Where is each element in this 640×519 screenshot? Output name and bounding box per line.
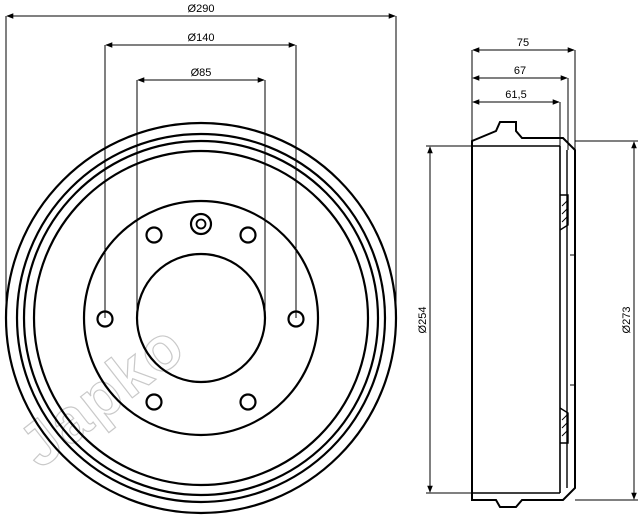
front-dimensions: [5, 13, 397, 318]
dim-width-total-label: 75: [517, 37, 529, 49]
bolt-hole: [239, 393, 257, 411]
side-dimensions: [426, 47, 638, 501]
bolt-hole: [239, 226, 257, 244]
drum-ring-4: [32, 149, 370, 487]
dim-width-inner-label: 61,5: [505, 89, 526, 101]
locating-screw-center: [195, 218, 207, 230]
hub-section: [559, 407, 569, 444]
drum-ring-2: [15, 132, 387, 504]
bolt-hole: [145, 226, 163, 244]
drum-face-circle: [82, 199, 320, 437]
locating-screw: [189, 212, 213, 236]
hub-section: [559, 194, 569, 231]
dim-center-bore-label: Ø85: [191, 67, 212, 79]
bolt-hole: [145, 393, 163, 411]
dim-bolt-circle-label: Ø140: [188, 32, 215, 44]
dim-outer-diameter-side-label: Ø273: [621, 307, 633, 334]
section-hatching: [561, 199, 569, 437]
drum-profile-outer: [471, 121, 576, 508]
dim-outer-diameter-label: Ø290: [188, 3, 215, 15]
drum-ring-3: [22, 139, 380, 497]
side-view: [471, 121, 576, 508]
dim-width-mid-label: 67: [514, 65, 526, 77]
dim-inner-diameter-label: Ø254: [417, 307, 429, 334]
